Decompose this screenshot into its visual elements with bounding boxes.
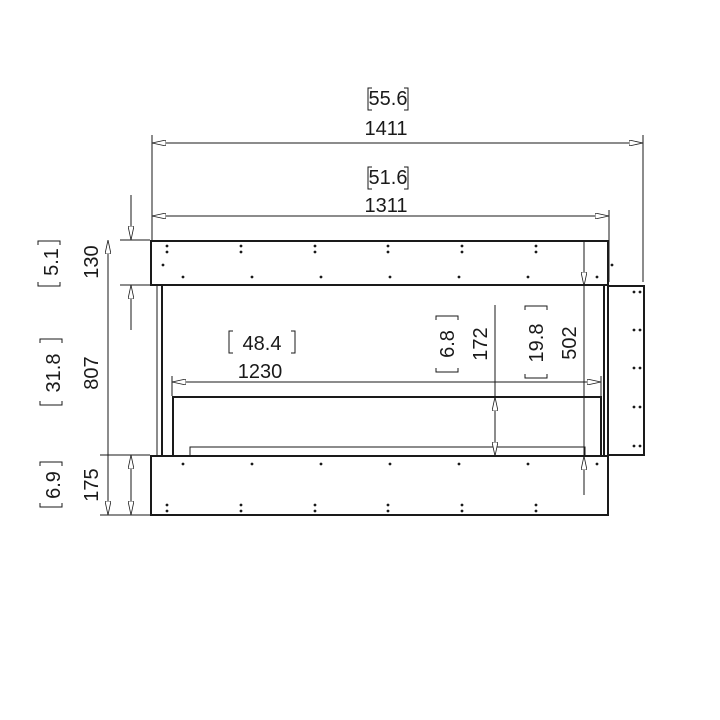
fireplace-body — [150, 240, 645, 516]
dim-bottom-band-height: 6.9 175 — [39, 455, 131, 515]
dim-overall-height: 31.8 807 — [39, 240, 108, 515]
fastener-dot — [638, 405, 642, 409]
fastener-dot — [457, 275, 461, 279]
fastener-dot — [638, 328, 642, 332]
fastener-dot — [250, 462, 254, 466]
svg-text:1230: 1230 — [238, 361, 283, 383]
fastener-dot — [460, 244, 464, 248]
fastener-dot — [460, 509, 464, 513]
dim-opening-width: 48.4 1230 — [172, 330, 601, 383]
fastener-dot — [165, 509, 169, 513]
fastener-dot — [313, 503, 317, 507]
fastener-dot — [632, 444, 636, 448]
fastener-dot — [313, 244, 317, 248]
fastener-dot — [386, 509, 390, 513]
svg-text:48.4: 48.4 — [243, 333, 282, 355]
fastener-dot — [460, 250, 464, 254]
right-side-panel-front — [607, 285, 645, 456]
fastener-dot — [165, 250, 169, 254]
fastener-dot — [386, 244, 390, 248]
fastener-dot — [460, 503, 464, 507]
svg-text:175: 175 — [81, 468, 103, 501]
svg-text:5.1: 5.1 — [41, 248, 63, 276]
svg-text:172: 172 — [470, 327, 492, 360]
fastener-dot — [457, 462, 461, 466]
fastener-dot — [632, 405, 636, 409]
fastener-dot — [632, 328, 636, 332]
svg-text:502: 502 — [559, 326, 581, 359]
fastener-dot — [161, 263, 165, 267]
dim-opening-height: 19.8 502 — [524, 241, 584, 495]
fastener-dot — [319, 462, 323, 466]
fastener-dot — [388, 462, 392, 466]
burner-tray — [189, 446, 586, 457]
fastener-dot — [250, 275, 254, 279]
svg-text:55.6: 55.6 — [369, 88, 408, 110]
fastener-dot — [610, 263, 614, 267]
fastener-dot — [313, 509, 317, 513]
svg-text:1311: 1311 — [364, 195, 407, 217]
fastener-dot — [388, 275, 392, 279]
dim-top-band-height: 5.1 130 — [37, 195, 131, 330]
dim-body-width: 51.6 1311 — [152, 166, 609, 217]
fastener-dot — [181, 462, 185, 466]
fastener-dot — [638, 290, 642, 294]
fastener-dots — [161, 244, 642, 513]
fastener-dot — [319, 275, 323, 279]
dim-burner-height: 6.8 172 — [435, 305, 495, 456]
fastener-dot — [595, 462, 599, 466]
svg-text:19.8: 19.8 — [526, 324, 548, 363]
fastener-dot — [595, 275, 599, 279]
fastener-dot — [239, 250, 243, 254]
fastener-dot — [632, 290, 636, 294]
fastener-dot — [632, 366, 636, 370]
fastener-dot — [534, 509, 538, 513]
top-band — [150, 240, 609, 286]
svg-text:6.8: 6.8 — [437, 330, 459, 358]
fastener-dot — [534, 503, 538, 507]
fastener-dot — [313, 250, 317, 254]
fastener-dot — [534, 250, 538, 254]
bottom-band — [150, 455, 609, 516]
fastener-dot — [638, 444, 642, 448]
svg-text:6.9: 6.9 — [43, 471, 65, 499]
fastener-dot — [526, 462, 530, 466]
svg-text:31.8: 31.8 — [43, 354, 65, 393]
fastener-dot — [181, 275, 185, 279]
fastener-dot — [534, 244, 538, 248]
fastener-dot — [239, 503, 243, 507]
svg-text:130: 130 — [81, 245, 103, 278]
fastener-dot — [638, 366, 642, 370]
fastener-dot — [386, 503, 390, 507]
fastener-dot — [239, 244, 243, 248]
fastener-dot — [165, 503, 169, 507]
svg-text:1411: 1411 — [364, 118, 407, 140]
svg-text:807: 807 — [81, 356, 103, 389]
burner-box — [172, 396, 602, 457]
fastener-dot — [386, 250, 390, 254]
svg-text:51.6: 51.6 — [369, 167, 408, 189]
fastener-dot — [526, 275, 530, 279]
dim-overall-width: 55.6 1411 — [152, 87, 643, 143]
fastener-dot — [165, 244, 169, 248]
fastener-dot — [239, 509, 243, 513]
